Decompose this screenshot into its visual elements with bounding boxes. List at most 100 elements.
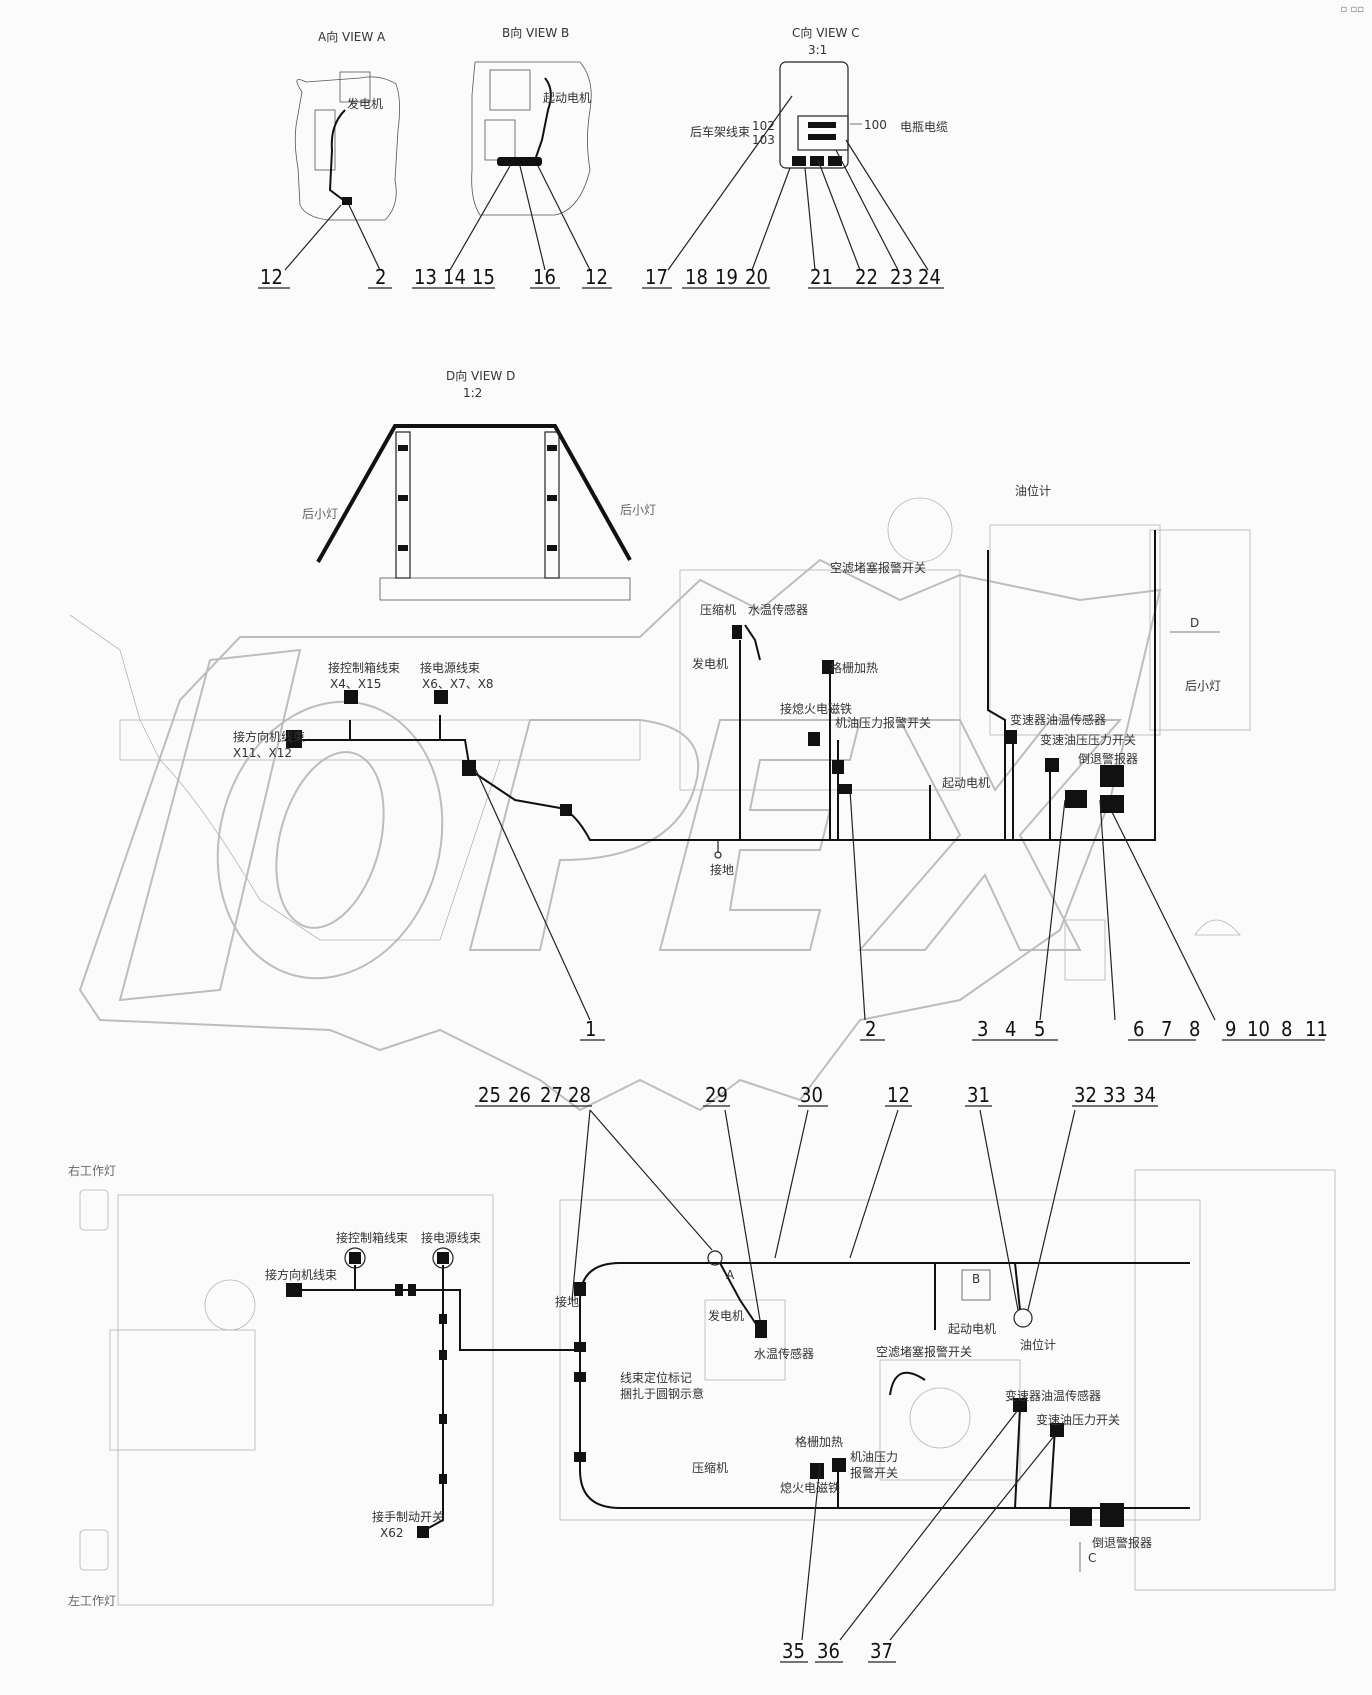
plan-connector-trans-pres	[1050, 1423, 1064, 1437]
plan-label-reverse-alarm: 倒退警报器	[1092, 1535, 1152, 1550]
view-a-callout-2: 2	[375, 265, 386, 289]
view-b-callout-12: 12	[585, 265, 608, 289]
side-label-ctrl-box: 接控制箱线束	[328, 660, 400, 675]
plan-connector-flameout	[810, 1463, 824, 1479]
view-d-label-tail-light-left: 后小灯	[302, 507, 338, 521]
plan-label-air-filter: 空滤堵塞报警开关	[876, 1344, 972, 1359]
plan-callout-34: 34	[1133, 1083, 1156, 1107]
view-c-leader-23	[835, 149, 899, 271]
plan-label-alternator: 发电机	[708, 1308, 744, 1323]
plan-engine-block	[704, 1299, 786, 1381]
view-a-alternator-body	[339, 71, 371, 103]
plan-leader-37	[889, 1434, 1056, 1641]
watermark-logo	[78, 558, 1162, 1112]
plan-front-body	[117, 1194, 494, 1606]
view-c-terminal-block	[797, 115, 849, 151]
plan-connector-power	[437, 1252, 449, 1264]
side-label-starter: 起动电机	[942, 776, 990, 790]
side-leader-1	[475, 769, 591, 1021]
plan-callout-28: 28	[568, 1083, 591, 1107]
plan-right-work-light	[79, 1189, 109, 1231]
view-b-leader-12	[537, 165, 591, 271]
side-callout-10: 10	[1247, 1017, 1270, 1041]
view-d-clip-4	[547, 445, 557, 451]
plan-label-oil-pressure-2: 报警开关	[850, 1465, 898, 1480]
plan-connector-water-temp	[755, 1320, 767, 1338]
plan-leader-35	[801, 1464, 821, 1641]
plan-connector-alarm-1	[1070, 1508, 1092, 1526]
plan-clip-3	[439, 1314, 447, 1324]
view-b-bracket	[484, 119, 516, 161]
plan-connector-steer	[286, 1283, 302, 1297]
view-d-title: D向 VIEW D	[446, 368, 515, 383]
view-d-clip-1	[398, 445, 408, 451]
side-connector-grid	[822, 660, 834, 674]
view-a: A向 VIEW A 发电机 12 2	[258, 29, 400, 289]
view-a-leader-12	[284, 204, 342, 271]
plan-rear-frame	[559, 1199, 1201, 1521]
plan-label-hand-brake: 接手制动开关	[372, 1509, 444, 1524]
view-d-clip-2	[398, 495, 408, 501]
plan-callout-12: 12	[887, 1083, 910, 1107]
side-callout-1: 1	[585, 1017, 596, 1041]
view-d-base	[379, 577, 631, 601]
view-a-leader-2	[348, 204, 381, 271]
plan-view: 右工作灯 左工作灯 接控制箱线束 接电源线束 接方向机线束 接手制动开关 X62…	[68, 1083, 1336, 1663]
view-b-clamp	[497, 157, 542, 166]
side-ground-point	[714, 851, 722, 859]
plan-branch-water-temp	[719, 1262, 761, 1331]
side-leader-2	[849, 789, 866, 1021]
plan-clip-5	[439, 1414, 447, 1424]
side-branch-oilgauge	[987, 550, 1006, 840]
side-connector-flame	[808, 732, 820, 746]
side-callout-6: 6	[1133, 1017, 1144, 1041]
side-label-ctrl-box-pins: X4、X15	[330, 677, 381, 691]
side-label-power: 接电源线束	[420, 660, 480, 675]
side-label-compressor: 压缩机	[700, 602, 736, 617]
view-a-bracket	[314, 109, 336, 171]
plan-leader-29	[724, 1109, 761, 1321]
side-view: 接控制箱线束 X4、X15 接电源线束 X6、X7、X8 接方向机线束 X11、…	[69, 483, 1328, 1041]
plan-label-right-work-light: 右工作灯	[68, 1163, 116, 1178]
view-c-leader-17	[667, 95, 793, 271]
view-c-label-100: 100	[864, 118, 887, 132]
plan-connector-ring-ctrl	[344, 1247, 366, 1269]
view-a-harness	[328, 109, 351, 206]
plan-fuel-tank	[879, 1359, 1021, 1481]
plan-leader-31	[979, 1109, 1019, 1311]
view-d-right-post	[544, 431, 560, 579]
side-connector-alt	[732, 625, 742, 639]
plan-clip-4	[439, 1350, 447, 1360]
plan-callout-32: 32	[1074, 1083, 1097, 1107]
side-label-steer: 接方向机线束	[233, 729, 305, 744]
plan-callout-25: 25	[478, 1083, 501, 1107]
side-connector-alarm-3	[1100, 795, 1124, 813]
side-connector-alarm-2	[1100, 765, 1124, 787]
plan-connector-alarm-2	[1100, 1503, 1124, 1527]
plan-callout-35: 35	[782, 1639, 805, 1663]
plan-label-ground: 接地	[555, 1294, 579, 1309]
side-connector-1	[462, 760, 476, 776]
side-callout-5: 5	[1034, 1017, 1045, 1041]
side-leader-6-8	[1099, 799, 1116, 1021]
plan-callout-27: 27	[540, 1083, 563, 1107]
view-a-label-alternator: 发电机	[347, 96, 383, 111]
plan-branch-trans-temp	[1014, 1407, 1021, 1509]
view-d-clip-3	[398, 545, 408, 551]
side-label-trans-pressure: 变速油压压力开关	[1040, 732, 1136, 747]
side-light-dome	[1194, 919, 1241, 936]
plan-callout-33: 33	[1103, 1083, 1126, 1107]
view-c-title: C向 VIEW C	[792, 25, 860, 40]
side-label-steer-pins: X11、X12	[233, 746, 292, 760]
side-label-ground: 接地	[710, 862, 734, 877]
view-d-scale: 1:2	[463, 386, 482, 400]
plan-label-flameout: 熄火电磁铁	[780, 1480, 840, 1495]
plan-leader-25-28a	[571, 1109, 591, 1301]
plan-clip-l1	[574, 1282, 586, 1296]
side-callout-11: 11	[1305, 1017, 1328, 1041]
side-label-tail-light: 后小灯	[1185, 679, 1221, 693]
plan-callout-26: 26	[508, 1083, 531, 1107]
plan-front-branch-power	[424, 1265, 444, 1531]
view-c-scale: 3:1	[808, 43, 827, 57]
